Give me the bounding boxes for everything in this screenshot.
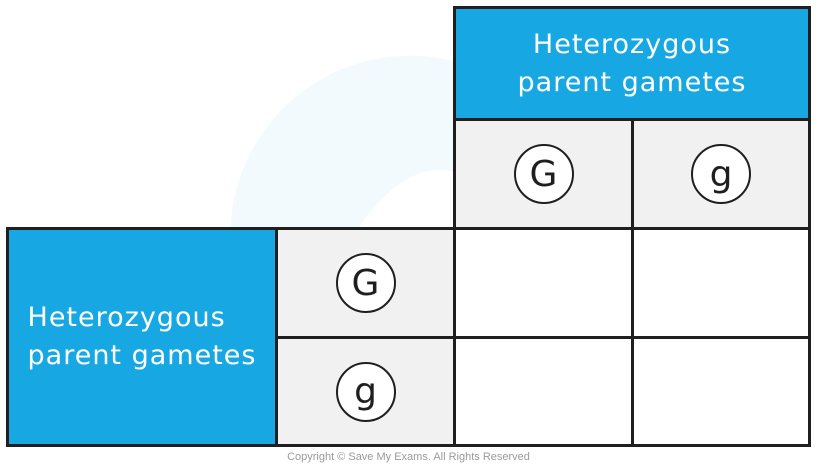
- top-parent-header: Heterozygous parent gametes: [453, 6, 811, 121]
- offspring-cell-1-1: [453, 227, 634, 339]
- top-gamete-cell-1: G: [453, 118, 634, 230]
- allele-circle: g: [335, 361, 396, 422]
- allele-label: g: [709, 153, 733, 195]
- allele-label: G: [351, 262, 380, 304]
- offspring-cell-2-2: [631, 336, 811, 447]
- allele-circle: g: [691, 144, 751, 204]
- left-parent-header: Heterozygous parent gametes: [6, 227, 278, 447]
- left-gamete-cell-1: G: [275, 227, 456, 339]
- top-parent-header-label: Heterozygous parent gametes: [517, 28, 747, 98]
- offspring-cell-1-2: [631, 227, 811, 339]
- offspring-cell-2-1: [453, 336, 634, 447]
- allele-label: g: [354, 371, 377, 412]
- left-gamete-cell-2: g: [275, 336, 456, 447]
- left-parent-header-label: Heterozygous parent gametes: [27, 302, 257, 371]
- copyright-notice: Copyright © Save My Exams. All Rights Re…: [287, 451, 530, 463]
- top-gamete-cell-2: g: [631, 118, 811, 230]
- allele-circle: G: [335, 253, 396, 313]
- allele-label: G: [529, 153, 558, 195]
- allele-circle: G: [513, 144, 574, 204]
